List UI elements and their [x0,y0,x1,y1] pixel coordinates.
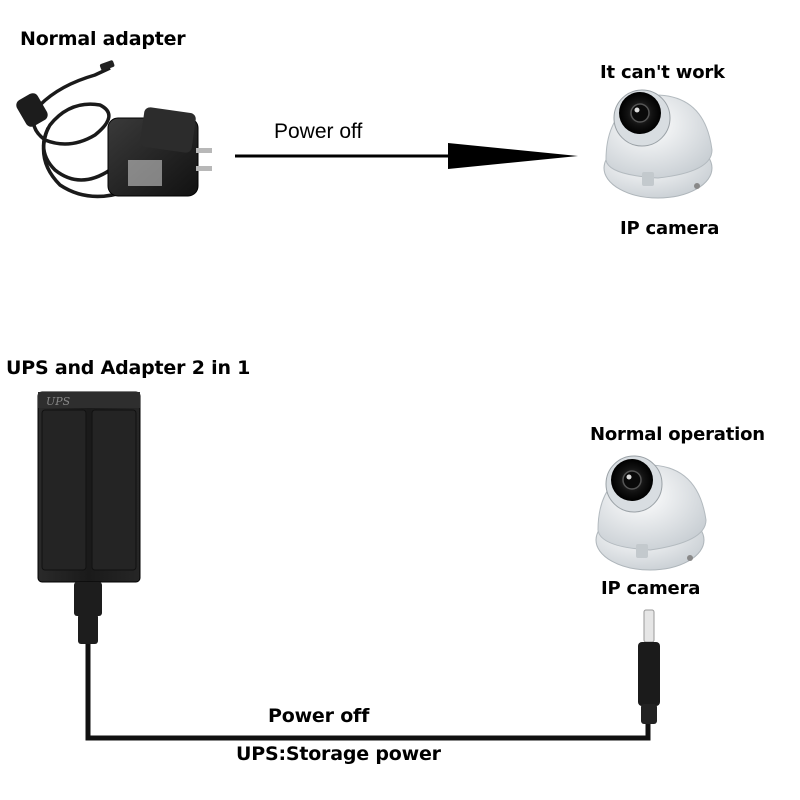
dc-plug-icon [638,609,660,724]
dome-camera-icon-bottom [595,455,707,571]
ups-brand-text: UPS [46,395,71,408]
normal-adapter-label: Normal adapter [20,28,186,50]
ups-adapter-label: UPS and Adapter 2 in 1 [6,357,251,379]
wall-adapter-icon [16,60,212,199]
bottom-power-off-label: Power off [268,705,370,727]
storage-power-label: UPS:Storage power [236,743,441,765]
power-off-arrow [235,143,578,169]
power-cable [85,644,651,741]
bottom-camera-status: Normal operation [590,424,765,445]
dome-camera-icon-top [603,89,713,199]
top-camera-label: IP camera [620,218,720,239]
top-power-off-label: Power off [274,120,363,143]
top-camera-status: It can't work [600,62,725,83]
ups-adapter-icon [37,391,141,644]
bottom-camera-label: IP camera [601,578,701,599]
